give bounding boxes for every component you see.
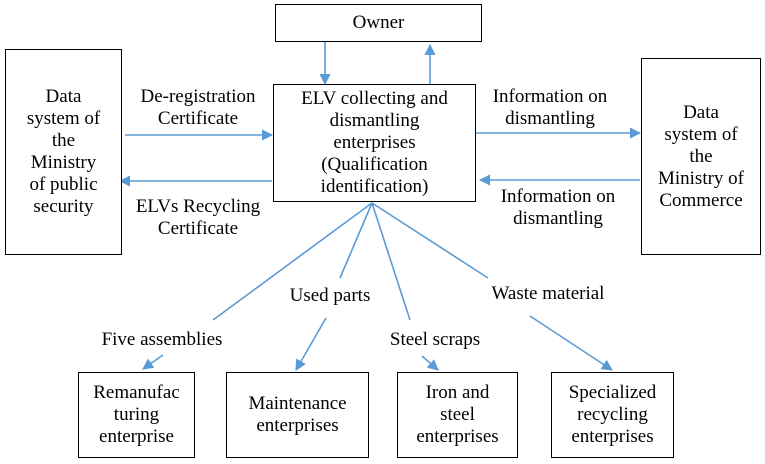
recycling-certificate-label: ELVs Recycling Certificate bbox=[135, 196, 261, 239]
elv-enterprise-box: ELV collecting and dismantling enterpris… bbox=[273, 84, 476, 202]
waste-material-label: Waste material bbox=[491, 283, 605, 304]
branch-waste-material-line bbox=[371, 202, 489, 279]
owner-label: Owner bbox=[352, 12, 405, 33]
remanufacturing-box: Remanufac turing enterprise bbox=[78, 372, 195, 458]
recycling-label: Specialized recycling enterprises bbox=[568, 382, 657, 447]
waste-material-arrow bbox=[529, 315, 613, 371]
branch-five-assemblies-line bbox=[212, 202, 373, 321]
five-assemblies-arrow bbox=[142, 354, 164, 370]
iron-steel-label: Iron and steel enterprises bbox=[416, 382, 499, 447]
branch-steel-scraps-line bbox=[371, 202, 411, 321]
deregistration-label: De-registration Certificate bbox=[140, 86, 256, 129]
five-assemblies-label: Five assemblies bbox=[101, 329, 223, 350]
owner-box: Owner bbox=[275, 4, 482, 42]
iron-steel-box: Iron and steel enterprises bbox=[397, 372, 518, 458]
recycling-box: Specialized recycling enterprises bbox=[551, 372, 674, 458]
maintenance-box: Maintenance enterprises bbox=[226, 372, 369, 458]
branch-used-parts-line bbox=[339, 202, 373, 279]
steel-scraps-label: Steel scraps bbox=[389, 329, 481, 350]
commerce-system-label: Data system of the Ministry of Commerce bbox=[657, 101, 745, 211]
remanufacturing-label: Remanufac turing enterprise bbox=[93, 382, 180, 447]
public-security-system-box: Data system of the Ministry of public se… bbox=[5, 49, 122, 255]
maintenance-label: Maintenance enterprises bbox=[248, 393, 347, 436]
commerce-system-box: Data system of the Ministry of Commerce bbox=[641, 58, 761, 255]
public-security-system-label: Data system of the Ministry of public se… bbox=[26, 86, 101, 217]
info-bottom-label: Information on dismantling bbox=[500, 186, 616, 229]
used-parts-arrow bbox=[295, 317, 327, 371]
used-parts-label: Used parts bbox=[289, 285, 371, 306]
info-top-label: Information on dismantling bbox=[492, 86, 608, 129]
elv-enterprise-label: ELV collecting and dismantling enterpris… bbox=[301, 88, 448, 197]
steel-scraps-arrow bbox=[421, 355, 439, 371]
